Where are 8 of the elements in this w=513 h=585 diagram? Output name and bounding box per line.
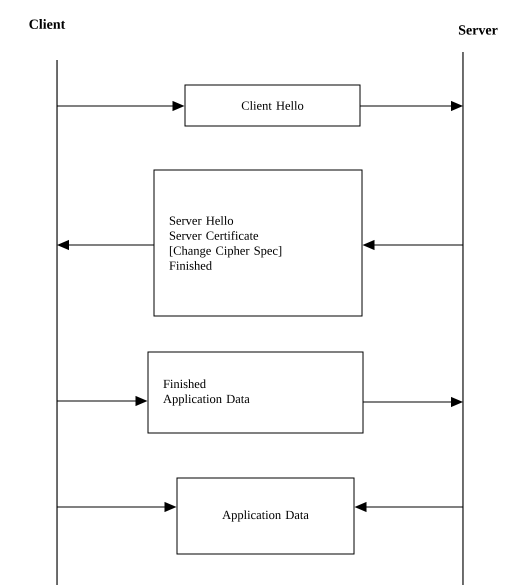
lifeline-label: Server bbox=[458, 25, 498, 35]
lifeline bbox=[56, 59, 58, 585]
lifeline bbox=[462, 51, 464, 585]
message-box: Server Hello Server Certificate [Change Cipher Spec] Finished bbox=[154, 170, 362, 316]
lifeline-label: Client bbox=[29, 19, 66, 29]
message-box: Finished Application Data bbox=[148, 352, 364, 434]
message-box: Client Hello bbox=[184, 84, 360, 126]
message-box: Application Data bbox=[176, 478, 354, 554]
